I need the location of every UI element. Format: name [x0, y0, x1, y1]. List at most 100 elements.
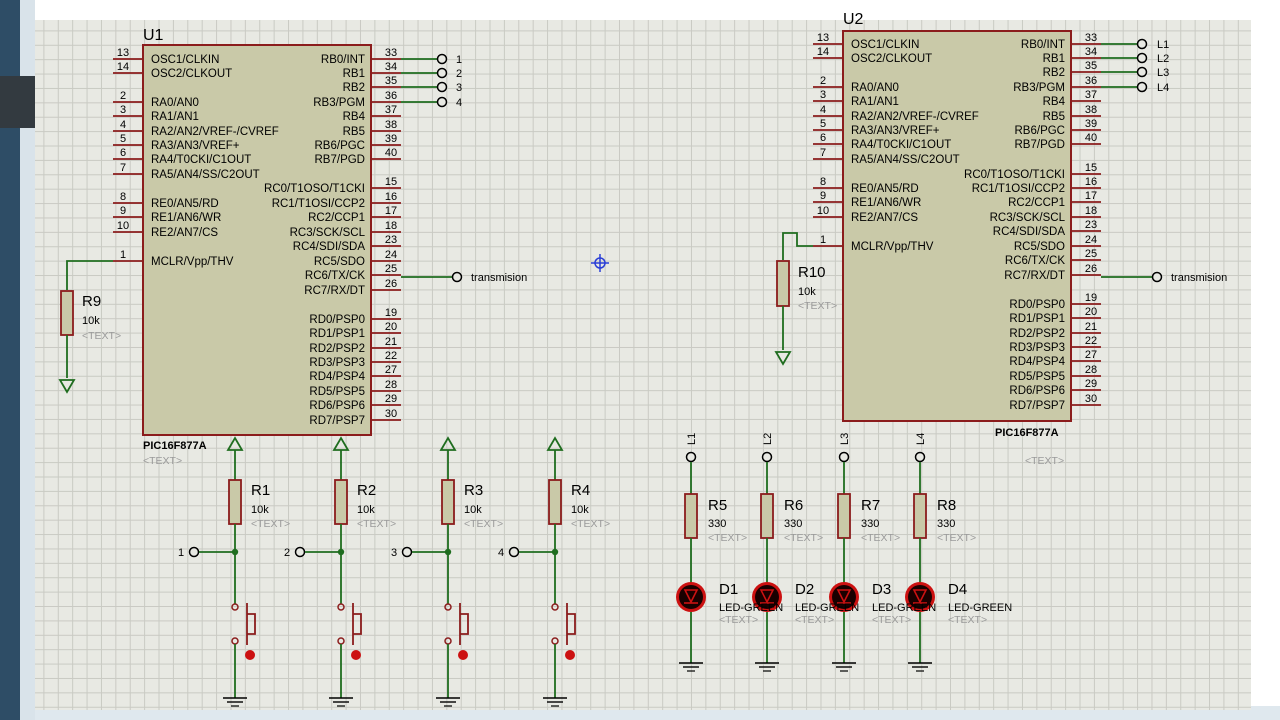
- button-contact: [231, 637, 239, 645]
- pin-name: RD5/PSP5: [309, 386, 365, 398]
- pin-number: 35: [385, 75, 397, 87]
- slide-left-bar: [0, 0, 20, 720]
- resistor-body: [913, 493, 927, 539]
- text-placeholder: <TEXT>: [464, 518, 503, 530]
- pin-number: 17: [385, 205, 397, 217]
- led-part-name: LED-GREEN: [872, 602, 936, 614]
- pin-name: RD6/PSP6: [309, 400, 365, 412]
- pin-name: RE2/AN7/CS: [151, 227, 218, 239]
- pin-number: 10: [117, 220, 129, 232]
- pin-number: 6: [120, 147, 126, 159]
- ground-symbol: [832, 655, 856, 672]
- pin-name: RB5: [1043, 111, 1065, 123]
- pin-number: 3: [820, 89, 826, 101]
- resistor-value: 330: [861, 518, 879, 530]
- resistor-r9-body: [60, 290, 74, 336]
- resistor-r10-body: [776, 260, 790, 307]
- net-label: 4: [456, 97, 462, 109]
- pin-name: RB7/PGD: [315, 154, 366, 166]
- pin-name: RD1/PSP1: [1009, 313, 1065, 325]
- pin-number: 23: [1085, 219, 1097, 231]
- led-part-name: LED-GREEN: [948, 602, 1012, 614]
- button-contact: [337, 603, 345, 611]
- pin-number: 28: [385, 379, 397, 391]
- text-placeholder: <TEXT>: [357, 518, 396, 530]
- pin-number: 7: [120, 162, 126, 174]
- net-label: 1: [456, 54, 462, 66]
- pin-number: 36: [1085, 75, 1097, 87]
- pin-name: OSC1/CLKIN: [851, 39, 919, 51]
- pin-number: 5: [120, 133, 126, 145]
- ground-symbol: [329, 690, 353, 707]
- net-label: L1: [686, 433, 698, 445]
- pin-number: 21: [385, 336, 397, 348]
- button-indicator-icon: [458, 650, 468, 660]
- rb-terminal: [436, 53, 448, 65]
- pin-name: RB4: [343, 111, 366, 123]
- button-terminal: [294, 546, 306, 558]
- button-terminal: [508, 546, 520, 558]
- net-label: L3: [1157, 67, 1169, 79]
- pin-name: RE0/AN5/RD: [151, 198, 219, 210]
- pin-name: RD1/PSP1: [309, 328, 365, 340]
- pin-name: RC4/SDI/SDA: [993, 226, 1066, 238]
- pin-number: 24: [385, 249, 397, 261]
- ground-symbol: [755, 655, 779, 672]
- pin-number: 2: [120, 90, 126, 102]
- rb-terminal: [1136, 81, 1148, 93]
- rb-terminal: [1136, 66, 1148, 78]
- pin-name: RC6/TX/CK: [1005, 255, 1065, 267]
- button-contact: [444, 637, 452, 645]
- button-terminal: [188, 546, 200, 558]
- pin-name: RB1: [343, 68, 365, 80]
- pin-name: RA2/AN2/VREF-/CVREF: [151, 126, 279, 138]
- led-part-name: LED-GREEN: [795, 602, 859, 614]
- pin-name: RD2/PSP2: [1009, 328, 1065, 340]
- resistor-body: [548, 479, 562, 525]
- mcu-body: [142, 44, 372, 436]
- pin-name: MCLR/Vpp/THV: [151, 256, 234, 268]
- text-placeholder: <TEXT>: [82, 330, 121, 342]
- led-body-icon: [679, 585, 703, 609]
- pin-number: 25: [1085, 248, 1097, 260]
- mcu-body: [842, 30, 1072, 422]
- pin-number: 9: [120, 205, 126, 217]
- pin-name: RD3/PSP3: [309, 357, 365, 369]
- pin-number: 13: [817, 32, 829, 44]
- pin-number: 19: [385, 307, 397, 319]
- pin-number: 4: [820, 104, 826, 116]
- pin-number: 7: [820, 147, 826, 159]
- pin-number: 27: [385, 364, 397, 376]
- pin-number: 37: [1085, 89, 1097, 101]
- resistor-value: 330: [708, 518, 726, 530]
- button-indicator-icon: [351, 650, 361, 660]
- pin-name: RE1/AN6/WR: [151, 212, 221, 224]
- net-label: L1: [1157, 39, 1169, 51]
- pin-name: RD0/PSP0: [1009, 299, 1065, 311]
- resistor-ref: R4: [571, 482, 590, 499]
- pin-number: 38: [385, 119, 397, 131]
- led-terminal: [914, 451, 926, 463]
- pin-name: RC7/RX/DT: [1004, 270, 1065, 282]
- pin-name: RE0/AN5/RD: [851, 183, 919, 195]
- led-diode-icon: [836, 589, 852, 604]
- pin-number: 34: [1085, 46, 1097, 58]
- pin-number: 15: [1085, 162, 1097, 174]
- net-label: transmision: [471, 272, 527, 284]
- led-ref: D4: [948, 581, 967, 598]
- text-placeholder: <TEXT>: [948, 614, 987, 626]
- resistor-ref: R6: [784, 497, 803, 514]
- pin-number: 24: [1085, 234, 1097, 246]
- led-terminal: [838, 451, 850, 463]
- pin-number: 8: [120, 191, 126, 203]
- ground-symbol: [223, 690, 247, 707]
- pin-number: 30: [385, 408, 397, 420]
- resistor-value: 10k: [571, 504, 589, 516]
- tx-terminal: [1151, 271, 1163, 283]
- resistor-value: 10k: [798, 286, 816, 298]
- led-part-name: LED-GREEN: [719, 602, 783, 614]
- button-terminal: [401, 546, 413, 558]
- pin-number: 26: [1085, 263, 1097, 275]
- net-label: L2: [762, 433, 774, 445]
